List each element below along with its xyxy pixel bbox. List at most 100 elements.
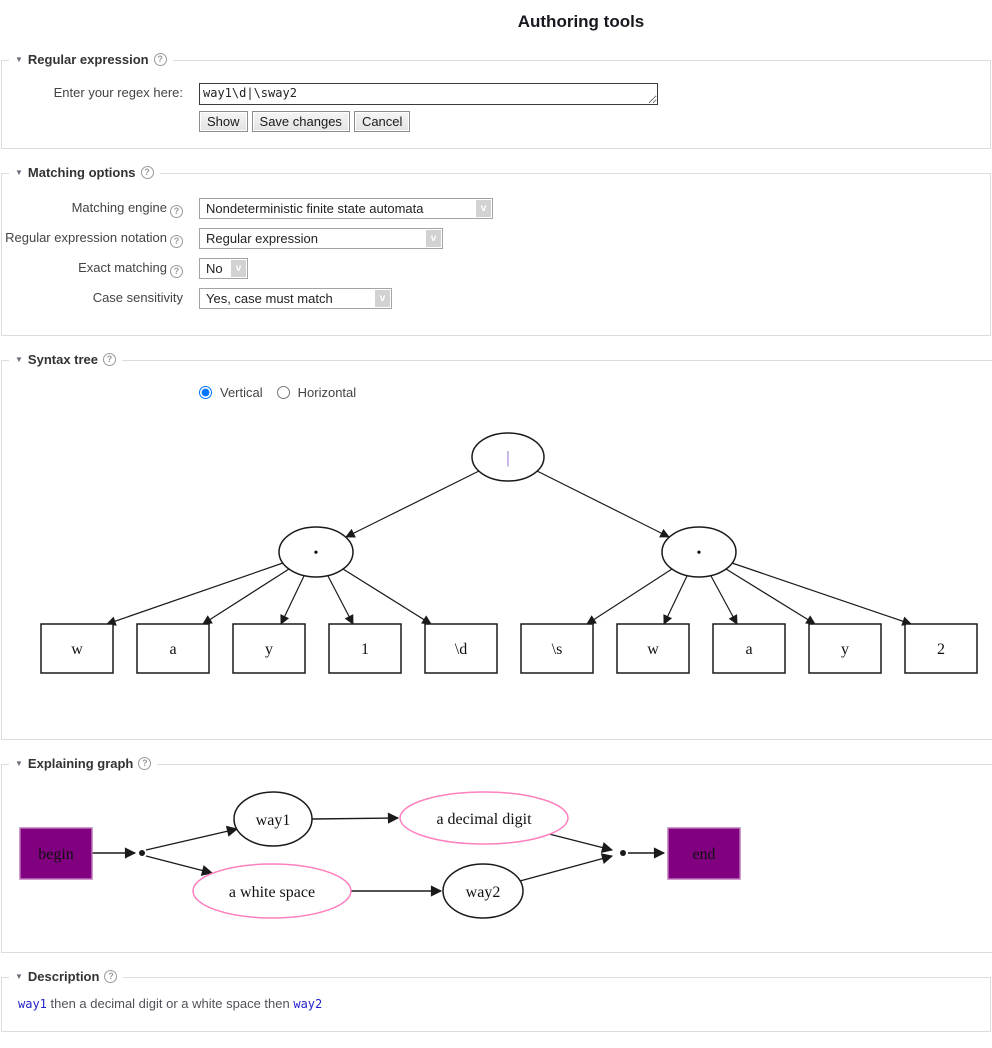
save-changes-button[interactable]: Save changes [251,111,350,132]
vertical-radio[interactable] [199,386,212,399]
regex-input[interactable]: way1\d|\sway2 [199,83,658,105]
graph-begin-label: begin [38,846,74,863]
regex-field-label: Enter your regex here: [53,85,183,100]
help-icon[interactable]: ? [104,970,118,983]
tree-leaf-box [712,623,786,674]
section-explaining-graph: ▼ Explaining graph ? begin [1,756,992,953]
page-title: Authoring tools [517,12,645,31]
tree-edge [202,568,290,625]
legend-label: Matching options [27,165,136,180]
graph-way1-node [233,791,313,847]
dropdown-arrow-icon[interactable]: v [476,200,491,217]
tree-concat-label: • [314,546,319,561]
collapse-icon[interactable]: ▼ [15,354,23,364]
show-button[interactable]: Show [199,111,248,132]
section-regular-expression: ▼ Regular expression ? Enter your regex … [1,52,991,149]
dropdown-arrow-icon[interactable]: v [375,290,390,307]
description-plain-text: then a decimal digit or a white space th… [46,996,294,1011]
help-icon[interactable]: ? [138,757,152,770]
description-way1-token: way1 [18,997,47,1011]
tree-leaf-box [616,623,690,674]
tree-edge [725,568,816,625]
legend-label: Explaining graph [27,756,134,771]
graph-junction-dot [139,850,145,856]
tree-concat-label: • [697,546,702,561]
collapse-icon[interactable]: ▼ [15,971,23,981]
tree-leaf-box [232,623,306,674]
graph-edge [145,855,214,876]
description-text: way1 then a decimal digit or a white spa… [18,996,982,1011]
graph-begin-node [19,827,93,880]
dropdown-arrow-icon[interactable]: v [231,260,246,277]
tree-leaf-box [136,623,210,674]
tree-edges [106,470,912,626]
tree-leaf-boxes [40,623,978,674]
tree-leaf-label: w [71,641,83,658]
description-way2-token: way2 [293,997,323,1011]
graph-end-node [667,827,741,880]
legend-explaining-graph[interactable]: ▼ Explaining graph ? [9,756,158,771]
tree-root-node [471,432,545,482]
matching-engine-select[interactable]: Nondeterministic finite state automata v [199,198,493,219]
tree-edge [280,575,305,625]
section-matching-options: ▼ Matching options ? Matching engine? No… [1,165,991,336]
explaining-graph-diagram: begin way1 a decimal digit a white space… [19,791,741,919]
collapse-icon[interactable]: ▼ [15,758,23,768]
legend-matching-options[interactable]: ▼ Matching options ? [9,165,160,180]
graph-decimal-digit-node [399,791,569,845]
help-icon[interactable]: ? [170,235,183,248]
horizontal-radio-label[interactable]: Horizontal [297,385,357,400]
tree-edge [327,575,354,625]
graph-node-labels: begin way1 a decimal digit a white space… [38,811,715,901]
help-icon[interactable]: ? [153,53,167,66]
tree-leaf-label: y [265,641,273,658]
graph-edge [519,853,614,882]
graph-white-space-label: a white space [229,884,315,901]
tree-root-label: | [506,448,509,467]
tree-leaf-label: 2 [937,641,945,658]
help-icon[interactable]: ? [170,265,183,278]
section-syntax-tree: ▼ Syntax tree ? Vertical Horizontal [1,352,992,740]
tree-leaf-labels: w a y 1 \d \s w a y 2 [71,641,945,658]
tree-leaf-label: 1 [361,641,369,658]
graph-way2-label: way2 [466,884,501,901]
regex-notation-label: Regular expression notation? [2,228,183,248]
tree-leaf-box [424,623,498,674]
graph-edge [548,833,614,853]
regex-notation-select[interactable]: Regular expression v [199,228,443,249]
graph-way1-label: way1 [256,812,291,829]
case-sensitivity-label: Case sensitivity [92,290,183,305]
selected-value: No [206,261,223,276]
graph-edge [145,825,239,851]
horizontal-radio[interactable] [276,386,290,399]
tree-concat-node [278,526,354,578]
exact-matching-select[interactable]: No v [199,258,248,279]
legend-label: Regular expression [27,52,149,67]
help-icon[interactable]: ? [140,166,154,179]
tree-leaf-box [520,623,594,674]
case-sensitivity-select[interactable]: Yes, case must match v [199,288,392,309]
syntax-tree-diagram: | • • w a y 1 \d \s w a y 2 [40,432,978,674]
collapse-icon[interactable]: ▼ [15,54,23,64]
tree-edge [663,575,688,625]
graph-white-space-node [192,863,352,919]
dropdown-arrow-icon[interactable]: v [426,230,441,247]
collapse-icon[interactable]: ▼ [15,167,23,177]
tree-leaf-label: \d [455,641,467,658]
legend-regular-expression[interactable]: ▼ Regular expression ? [9,52,173,67]
tree-leaf-box [40,623,114,674]
cancel-button[interactable]: Cancel [353,111,411,132]
vertical-radio-label[interactable]: Vertical [220,385,263,400]
legend-description[interactable]: ▼ Description ? [9,969,124,984]
legend-label: Syntax tree [27,352,99,367]
tree-leaf-label: y [841,641,849,658]
help-icon[interactable]: ? [170,205,183,218]
tree-leaf-box [328,623,402,674]
graph-end-label: end [692,846,715,863]
section-description: ▼ Description ? way1 then a decimal digi… [1,969,991,1032]
help-icon[interactable]: ? [103,353,117,366]
tree-edge [345,470,480,538]
tree-leaf-label: \s [552,641,563,658]
tree-edge [586,568,673,625]
legend-syntax-tree[interactable]: ▼ Syntax tree ? [9,352,123,367]
